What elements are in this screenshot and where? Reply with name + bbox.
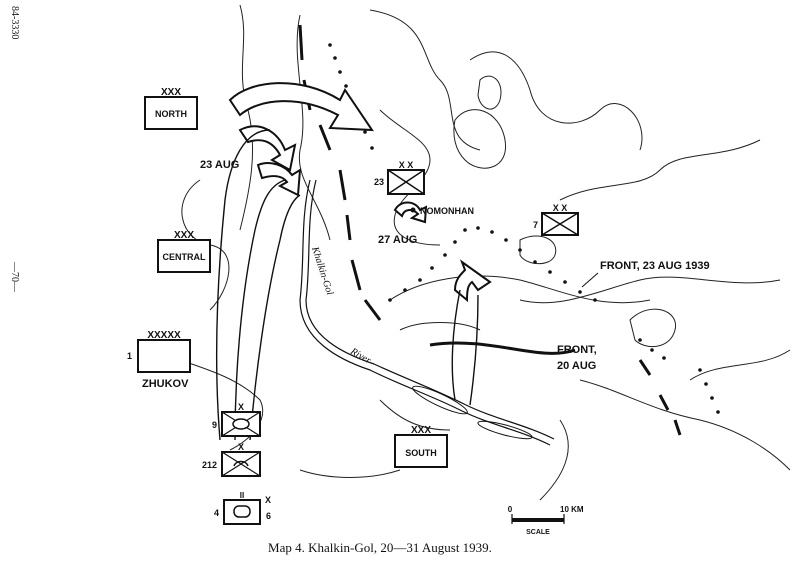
front-lines: [298, 24, 682, 436]
unit-9-brigade: X 9: [212, 402, 261, 437]
unit-south: XXX SOUTH: [394, 425, 448, 468]
unit-central: XXX CENTRAL: [157, 230, 211, 273]
echelon-mark: X X: [399, 160, 414, 170]
echelon-mark: X: [238, 402, 244, 412]
scale-zero: 0: [508, 505, 513, 514]
echelon-mark: XXX: [411, 425, 431, 436]
unit-number-right: 6: [266, 511, 271, 521]
scale-bar: 0 10 KM SCALE: [508, 505, 584, 536]
echelon-mark: XXX: [161, 87, 181, 98]
label-front-20-aug-2: 20 AUG: [557, 360, 596, 372]
map-caption: Map 4. Khalkin-Gol, 20—31 August 1939.: [268, 540, 492, 555]
echelon-mark: XXXXX: [147, 330, 181, 341]
nomonhan-marker: [410, 207, 416, 213]
envelopment-arrow-27aug: [393, 201, 428, 224]
unit-label: CENTRAL: [163, 252, 206, 262]
river-label-1: Khalkin-Gol: [309, 245, 335, 297]
khalkin-gol-river: [299, 179, 555, 446]
unit-north: XXX NORTH: [144, 87, 198, 130]
unit-7-division: X X 7: [533, 203, 579, 236]
unit-212-brigade: X 212: [202, 442, 261, 477]
label-27-aug: 27 AUG: [378, 234, 417, 246]
north-arrow-1: [228, 82, 374, 132]
attack-tracks: [216, 129, 479, 441]
unit-number: 7: [533, 220, 538, 230]
scale-bar-fill: [512, 518, 564, 522]
label-23-aug: 23 AUG: [200, 159, 239, 171]
unit-number-left: 4: [214, 508, 219, 518]
echelon-mark: X X: [553, 203, 568, 213]
echelon-mark-right: X: [265, 495, 271, 505]
label-front-23-aug: FRONT, 23 AUG 1939: [600, 260, 710, 272]
scale-label: SCALE: [526, 529, 550, 536]
front-pointer: [581, 272, 599, 288]
unit-23-division: X X 23: [374, 160, 425, 195]
unit-6-brigade: II 4 X 6: [214, 491, 271, 525]
unit-label: ZHUKOV: [142, 378, 189, 390]
label-nomonhan: NOMONHAN: [420, 206, 474, 216]
label-front-20-aug-1: FRONT,: [557, 344, 597, 356]
attack-arrows: [228, 82, 492, 303]
unit-number: 212: [202, 460, 217, 470]
unit-zhukov: XXXXX 1 ZHUKOV: [127, 330, 191, 390]
unit-label: NORTH: [155, 109, 187, 119]
unit-label: SOUTH: [405, 448, 437, 458]
unit-number: 23: [374, 177, 384, 187]
echelon-mark: X: [238, 442, 244, 452]
contour-lines: [179, 4, 791, 501]
scale-ten: 10 KM: [560, 505, 584, 514]
south-arrow: [453, 259, 492, 303]
echelon-mark: XXX: [174, 230, 194, 241]
central-arrow: [256, 162, 302, 197]
japanese-front-dots: [328, 43, 720, 414]
echelon-mark: II: [240, 491, 244, 500]
unit-number: 9: [212, 420, 217, 430]
unit-number: 1: [127, 351, 132, 361]
